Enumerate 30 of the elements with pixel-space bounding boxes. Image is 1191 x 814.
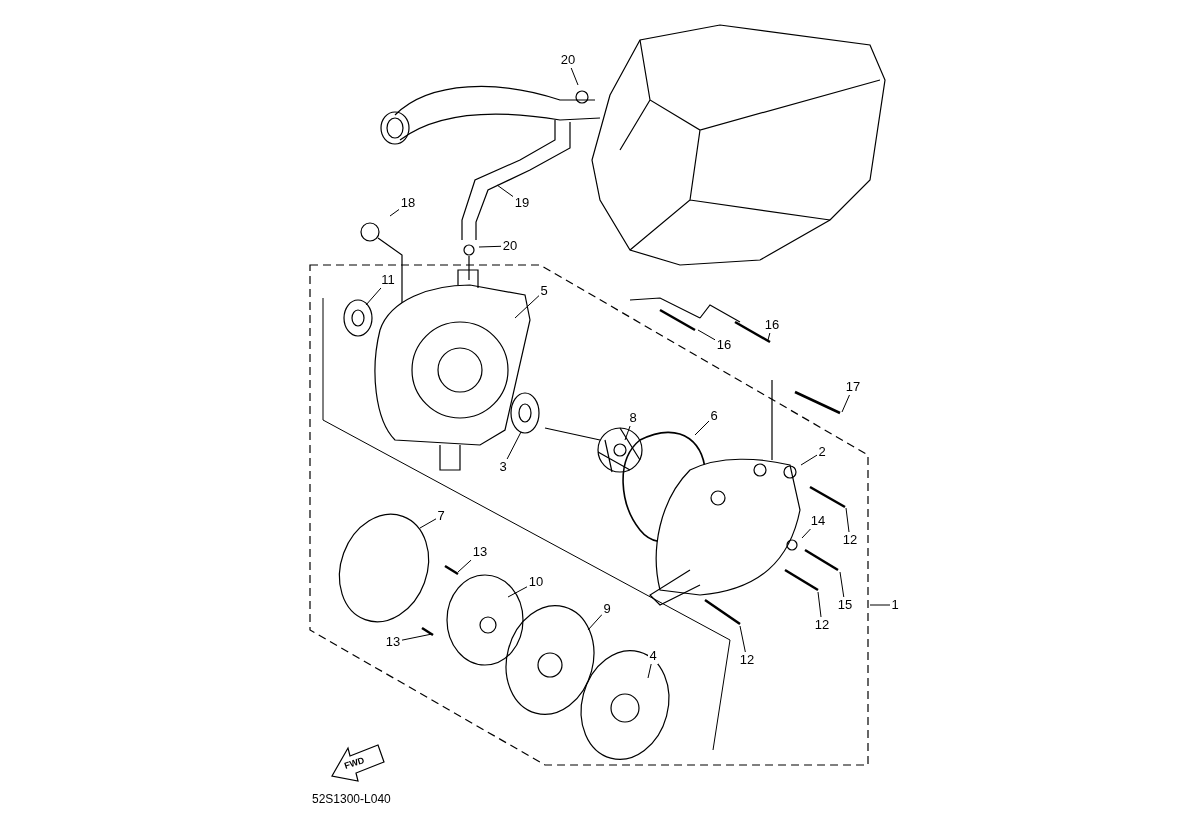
leader-line — [507, 586, 528, 598]
callout-number: 9 — [602, 601, 612, 617]
leader-line — [624, 425, 631, 441]
leader-line — [739, 625, 746, 653]
leader-line — [694, 420, 710, 436]
leader-line — [389, 209, 400, 217]
leader-line — [767, 332, 771, 341]
leader-line — [839, 571, 845, 598]
callout-number: 13 — [471, 544, 489, 560]
leader-line — [801, 528, 811, 539]
leader-line — [514, 295, 540, 319]
part-diagram-code: 52S1300-L040 — [312, 792, 391, 806]
leader-line — [697, 329, 716, 341]
leader-line — [587, 614, 603, 631]
leader-line — [800, 454, 818, 466]
leader-line — [647, 663, 652, 679]
leader-line — [506, 431, 522, 460]
callout-number: 4 — [648, 648, 658, 664]
direction-label: FWD — [342, 755, 366, 771]
leader-line — [401, 633, 433, 641]
leader-line — [869, 604, 891, 606]
leader-line — [841, 394, 850, 413]
leader-line — [478, 245, 502, 248]
leader-line — [457, 559, 472, 573]
leader-line — [496, 184, 514, 197]
leader-line — [570, 67, 579, 86]
leader-line — [365, 287, 382, 306]
leader-line — [845, 507, 850, 533]
leader-line — [817, 591, 822, 618]
leader-line — [419, 518, 437, 529]
